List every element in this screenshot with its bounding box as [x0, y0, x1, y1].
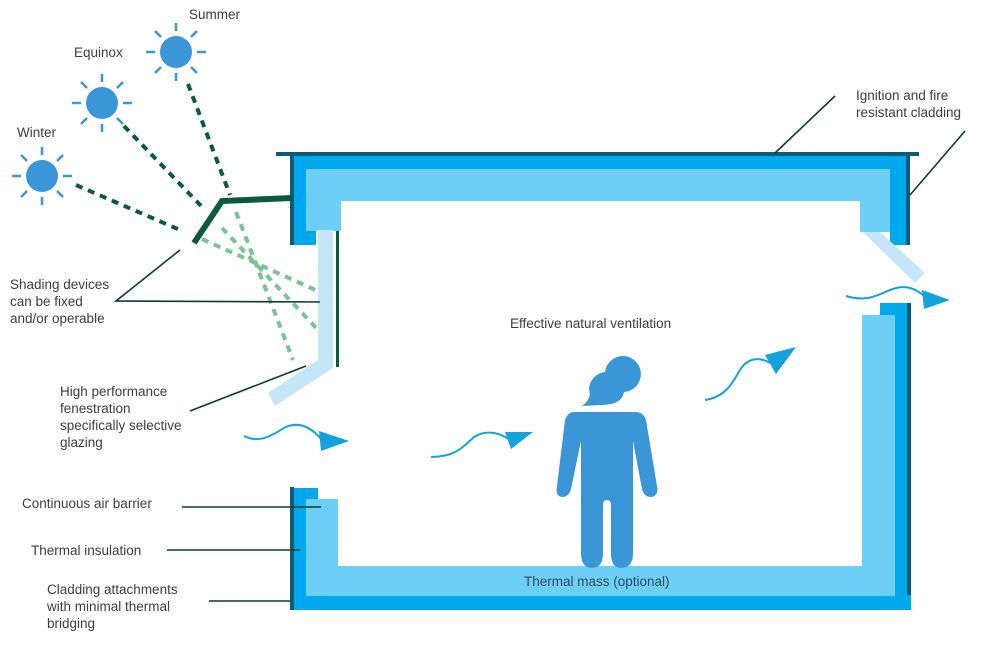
roof-cap [276, 152, 919, 156]
roof-outer-wall [292, 156, 909, 170]
right-upper-wall-edge [906, 156, 910, 245]
label-insulation: Thermal insulation [31, 543, 141, 558]
sun-label-winter: Winter [17, 125, 57, 140]
thermal-mass [306, 315, 895, 596]
right-upper-outer-wall [890, 156, 910, 245]
sun-icon [72, 74, 132, 132]
summer-ray-blocked [186, 83, 232, 196]
sun-equinox [72, 74, 132, 132]
left-lower-wall-edge [290, 487, 294, 610]
sun-rays [75, 83, 322, 361]
sun-icon [146, 23, 206, 81]
winter-ray-blocked [75, 183, 181, 232]
leader-shading [113, 249, 321, 303]
sun-label-equinox: Equinox [74, 45, 123, 60]
shading-device [191, 195, 293, 245]
floor-outer-wall [292, 595, 911, 610]
label-ventilation: Effective natural ventilation [510, 316, 671, 331]
airflow [243, 286, 950, 458]
sun-icon [12, 147, 72, 205]
leader-lines [113, 95, 966, 602]
summer-ray-light [234, 211, 295, 361]
airflow-arrow-icon [243, 423, 349, 451]
left-window-glass [268, 230, 333, 406]
equinox-ray-light [220, 226, 322, 334]
right-window-glass [863, 232, 925, 283]
leader-fire-cladding-wall [909, 130, 966, 196]
sun-label-summer: Summer [189, 7, 241, 22]
right-lower-wall-edge [907, 303, 911, 610]
airflow-arrow-icon [430, 431, 533, 458]
winter-ray-light [201, 237, 321, 294]
leader-fire-cladding-roof [774, 95, 836, 154]
airflow-arrow-icon [845, 286, 950, 309]
person-icon [556, 356, 658, 568]
leader-fenestration [189, 365, 307, 412]
label-cladding-attach: Cladding attachments with minimal therma… [46, 582, 181, 631]
sun-summer [146, 23, 206, 81]
glazing [268, 230, 925, 406]
label-fire-cladding: Ignition and fire resistant cladding [856, 88, 961, 120]
label-air-barrier: Continuous air barrier [22, 496, 152, 511]
sun-winter [12, 147, 72, 205]
label-shading: Shading devices can be fixed and/or oper… [10, 277, 113, 326]
roof-insulation [306, 169, 890, 232]
left-window-frame [336, 231, 339, 367]
equinox-ray-blocked [122, 124, 207, 212]
label-thermal-mass: Thermal mass (optional) [524, 574, 670, 589]
airflow-arrow-icon [704, 347, 796, 401]
label-fenestration: High performance fenestration specifical… [60, 384, 185, 450]
